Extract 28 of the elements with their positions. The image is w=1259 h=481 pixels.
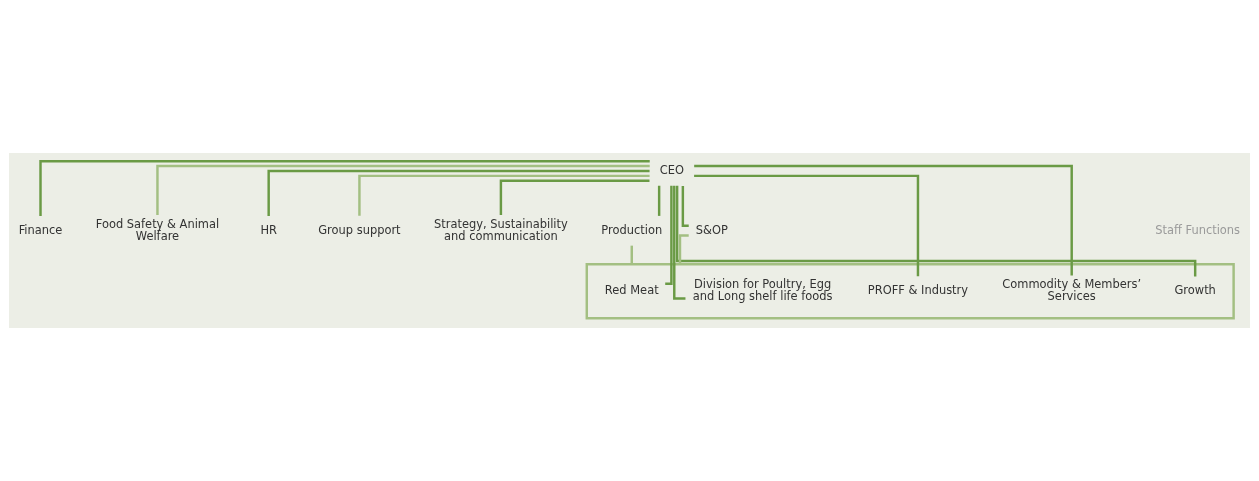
node-text: Growth [1174, 283, 1216, 298]
node-text: S&OP [695, 222, 728, 237]
connector [694, 164, 1073, 276]
node-text: Group support [318, 222, 401, 237]
cluster [585, 263, 1235, 320]
node-text: Food Safety & Animal Welfare [95, 216, 220, 243]
connector [694, 174, 920, 277]
node-text: Division for Poultry, Egg and Long shelf life foods [692, 277, 833, 304]
connector [665, 185, 673, 286]
node-text: CEO [659, 163, 684, 178]
connector [678, 234, 689, 265]
node-text: Red Meat [604, 283, 659, 298]
node-text: PROFF & Industry [867, 283, 969, 298]
label: Staff Functions [1155, 222, 1241, 237]
connector [267, 169, 650, 216]
connector [681, 185, 689, 227]
connector [657, 185, 661, 216]
node-text: Production [601, 222, 663, 237]
node-text: Commodity & Members’ Services [1002, 277, 1142, 304]
connector [358, 174, 650, 216]
connector [156, 164, 650, 216]
node-text: Finance [18, 222, 63, 237]
node-text: HR [260, 222, 277, 237]
connector [39, 159, 650, 216]
connector [673, 185, 686, 300]
connector [630, 245, 633, 265]
connector [499, 179, 650, 215]
node-text: Strategy, Sustainability and communication [434, 216, 568, 243]
